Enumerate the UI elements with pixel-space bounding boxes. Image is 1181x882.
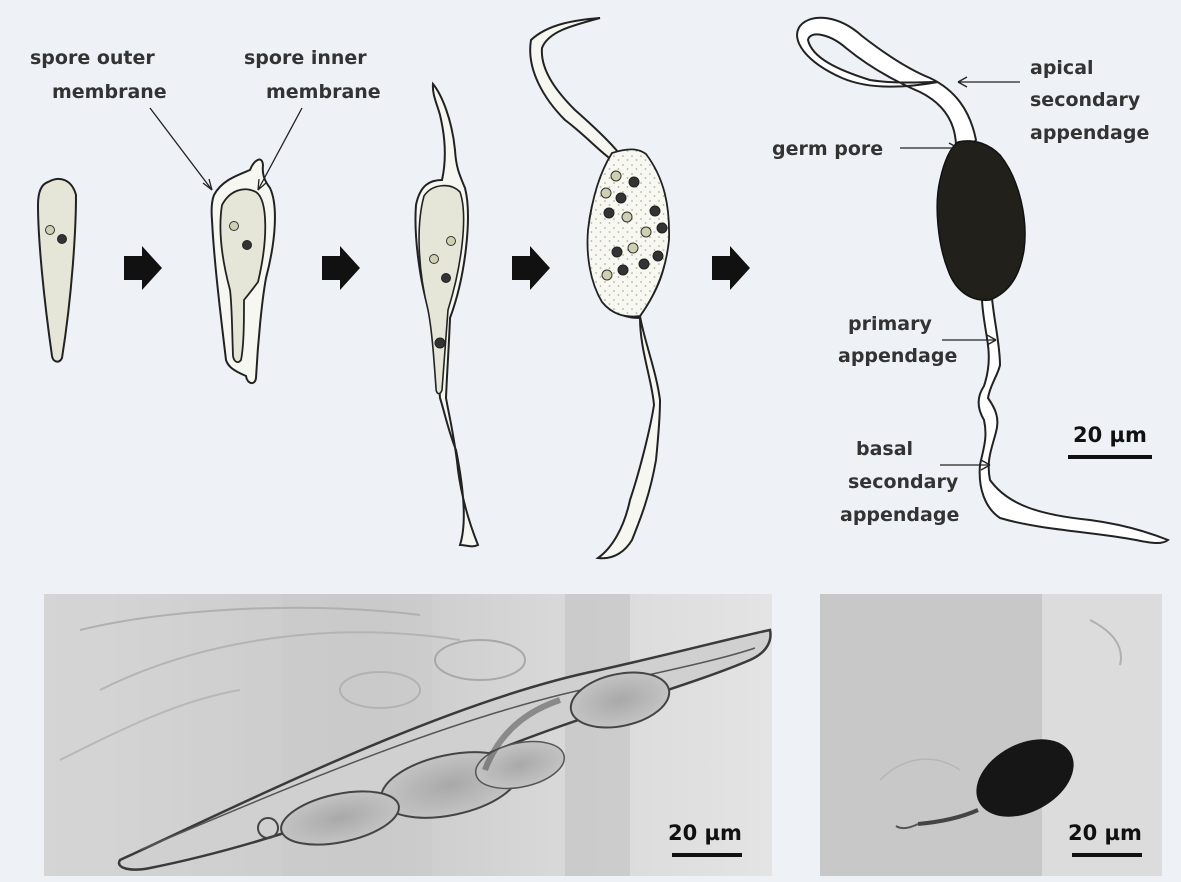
label-basal-secondary-appendage: basal secondary appendage bbox=[840, 438, 990, 526]
label-text-inner-line1: spore inner bbox=[244, 47, 367, 69]
process-arrow-icon bbox=[322, 246, 360, 290]
label-text-primary-line2: appendage bbox=[838, 345, 957, 367]
dark-spore-body bbox=[937, 141, 1025, 300]
process-arrow-icon bbox=[712, 246, 750, 290]
scale-bar-micrograph-left-label: 20 µm bbox=[668, 821, 742, 845]
label-text-inner-line2: membrane bbox=[266, 81, 381, 103]
stage-3-spore bbox=[416, 84, 478, 546]
stage-1-spore bbox=[38, 179, 76, 362]
label-text-outer-line2: membrane bbox=[52, 81, 167, 103]
process-arrow-icon bbox=[512, 246, 550, 290]
label-germ-pore: germ pore bbox=[772, 138, 958, 160]
label-text-apical-line1: apical bbox=[1030, 57, 1094, 79]
label-spore-inner-membrane: spore inner membrane bbox=[244, 47, 381, 190]
scale-bar-diagram: 20 µm bbox=[1068, 423, 1152, 459]
label-text-basal-line1: basal bbox=[856, 438, 913, 460]
scale-bar-diagram-label: 20 µm bbox=[1073, 423, 1147, 447]
label-text-apical-line2: secondary bbox=[1030, 89, 1141, 111]
label-spore-outer-membrane: spore outer membrane bbox=[30, 47, 212, 190]
label-text-primary-line1: primary bbox=[848, 313, 932, 335]
basal-appendage-shape bbox=[979, 298, 1168, 543]
label-primary-appendage: primary appendage bbox=[838, 313, 996, 367]
stage-4-spore bbox=[530, 18, 669, 558]
label-text-germ-pore: germ pore bbox=[772, 138, 883, 160]
scale-bar-micrograph-right-label: 20 µm bbox=[1068, 821, 1142, 845]
process-arrow-icon bbox=[124, 246, 162, 290]
label-text-basal-line3: appendage bbox=[840, 504, 959, 526]
label-text-apical-line3: appendage bbox=[1030, 122, 1149, 144]
apical-secondary-appendage-shape bbox=[797, 18, 976, 147]
label-apical-secondary-appendage: apical secondary appendage bbox=[958, 57, 1149, 144]
stage-2-spore bbox=[212, 160, 275, 384]
micrograph-left bbox=[44, 594, 772, 876]
label-text-outer-line1: spore outer bbox=[30, 47, 155, 69]
label-text-basal-line2: secondary bbox=[848, 471, 959, 493]
